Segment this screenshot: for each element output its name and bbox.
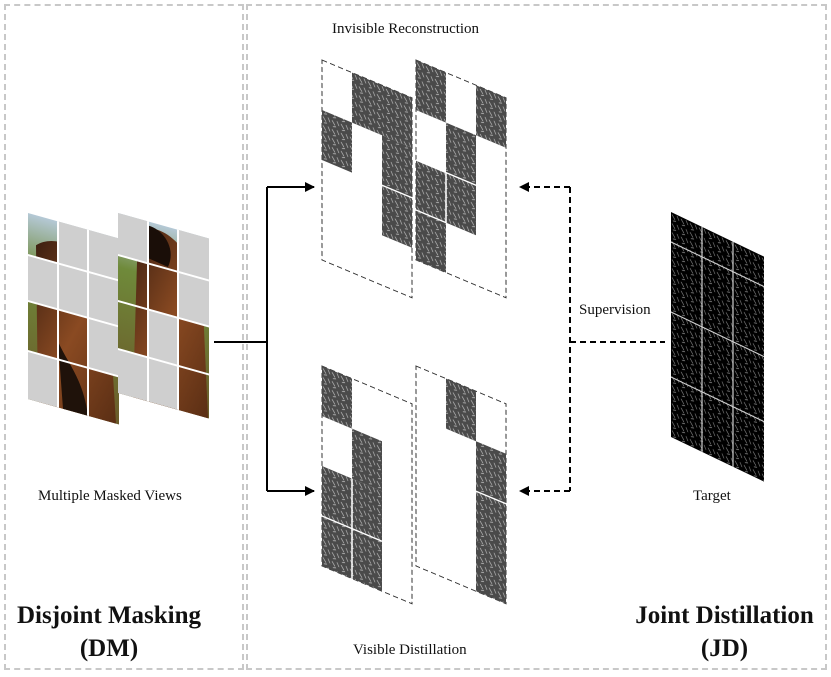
visible-distillation-map-1	[321, 365, 413, 605]
visible-distillation-label: Visible Distillation	[353, 642, 467, 658]
left-panel	[4, 4, 244, 670]
target-label: Target	[693, 488, 731, 504]
joint-distillation-title-line2: (JD)	[700, 635, 749, 662]
joint-distillation-title-line1: Joint Distillation	[635, 602, 814, 629]
right-panel	[246, 4, 827, 670]
disjoint-masking-title-line2: (DM)	[79, 635, 139, 662]
masked-view-2	[118, 213, 209, 419]
invisible-reconstruction-label: Invisible Reconstruction	[332, 21, 480, 37]
supervision-connector	[519, 182, 665, 496]
target-feature-map	[671, 212, 764, 482]
split-connector	[214, 182, 315, 496]
invisible-reconstruction-map-1	[321, 59, 413, 299]
visible-distillation-map-2	[415, 365, 507, 605]
masked-views-caption: Multiple Masked Views	[38, 488, 182, 504]
supervision-label: Supervision	[579, 302, 651, 318]
disjoint-masking-title: Disjoint Masking (DM)	[4, 599, 214, 665]
joint-distillation-title: Joint Distillation (JD)	[622, 599, 827, 665]
disjoint-masking-title-line1: Disjoint Masking	[16, 602, 202, 629]
invisible-reconstruction-map-2	[415, 59, 507, 299]
masked-view-1	[28, 213, 119, 425]
